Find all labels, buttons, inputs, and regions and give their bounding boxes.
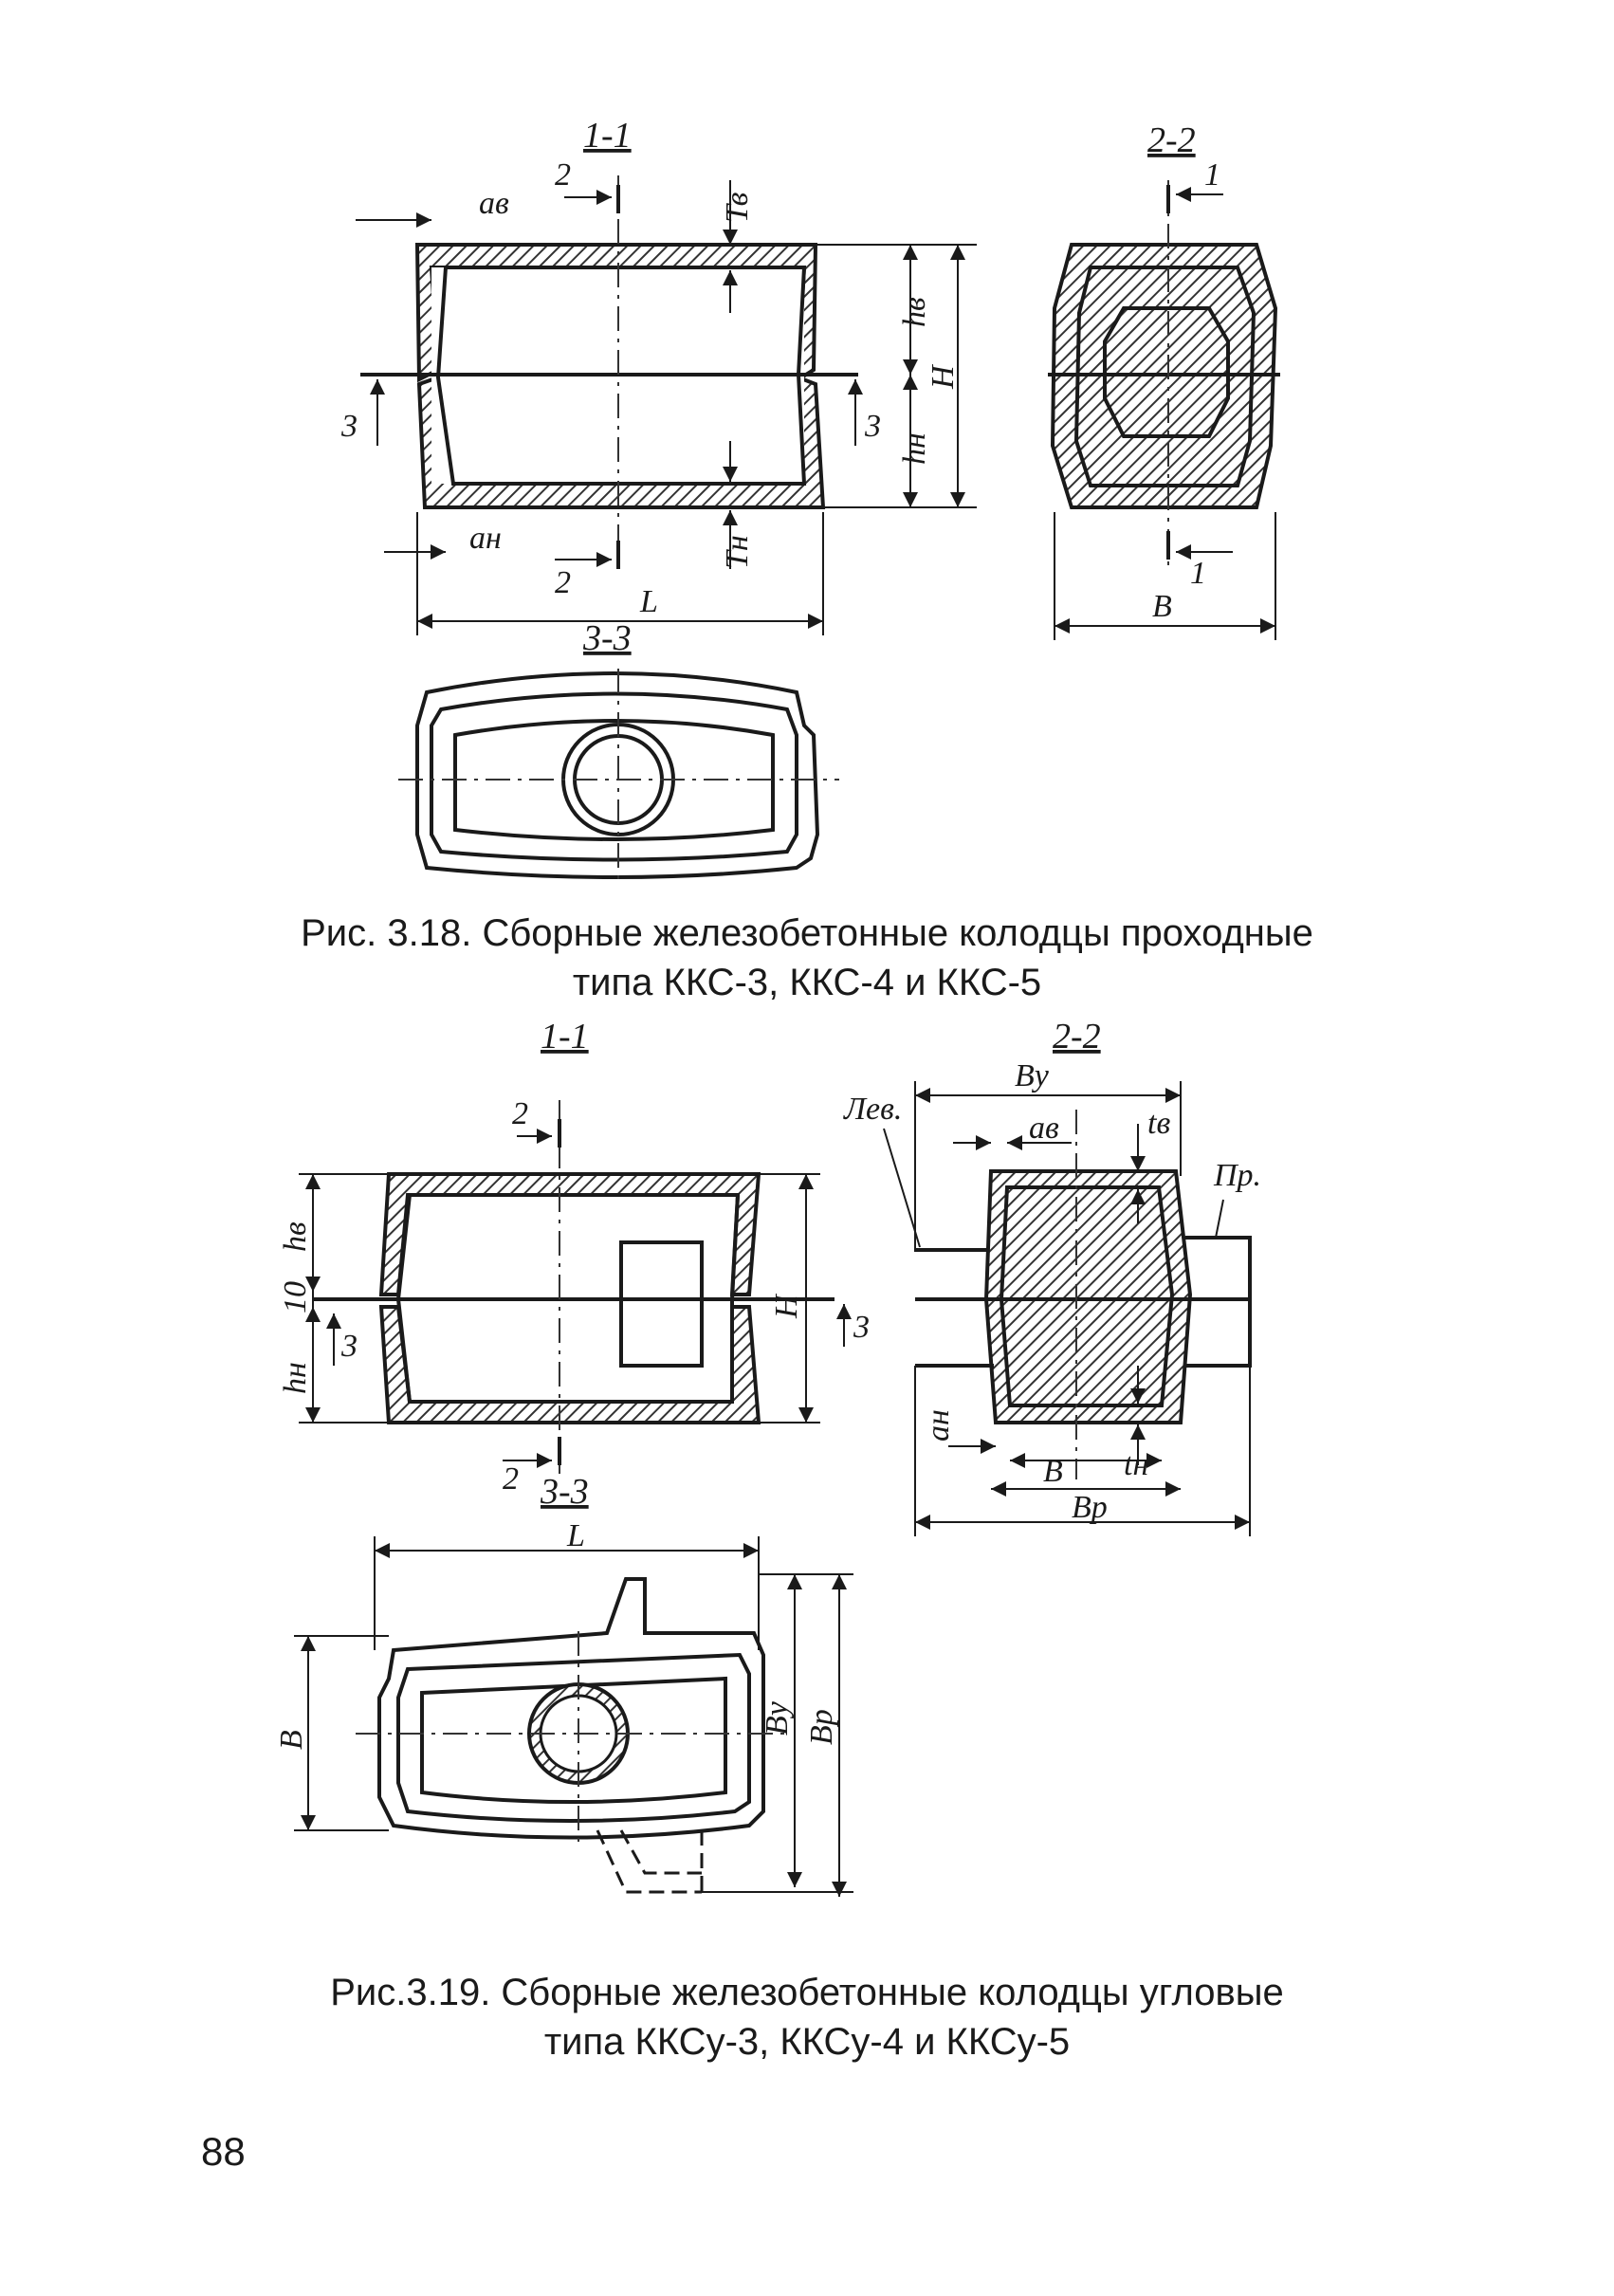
fig319-label-10: 10 (278, 1281, 313, 1313)
fig319-caption-line2: типа ККСу-3, ККСу-4 и ККСу-5 (543, 2021, 1071, 2063)
fig318-title-2-2: 2-2 (1147, 120, 1196, 160)
fig319-s33-pipe-down (596, 1829, 704, 1894)
fig318-mark-2-bottom-label: 2 (555, 565, 571, 600)
fig318-mark-3-left-label: 3 (340, 409, 358, 444)
fig318-title-3-3: 3-3 (582, 618, 632, 658)
fig319-title-3-3: 3-3 (540, 1472, 589, 1512)
fig319-label-Bp: Bр (1072, 1490, 1108, 1525)
fig318-s11-inner (435, 266, 807, 486)
fig319-section-2-2: 2-2 Bу Лев. Пр. aв tв aн tн B Bр (843, 1017, 1261, 1536)
fig318-label-hn: hн (897, 432, 932, 465)
fig319-label-lev: Лев. (843, 1092, 902, 1127)
fig318-title-1-1: 1-1 (583, 116, 632, 156)
fig319-mark-2-bottom-label: 2 (503, 1461, 519, 1497)
fig318-caption-line2: типа ККС-3, ККС-4 и ККС-5 (572, 962, 1042, 1003)
fig319-title-1-1: 1-1 (541, 1017, 589, 1056)
fig318-s22-opening (1103, 306, 1230, 438)
fig319-section-3-3: 3-3 L B Bу Bр (274, 1472, 853, 1897)
fig318-mark-1-top-label: 1 (1204, 157, 1220, 193)
fig319-mark-2-top-label: 2 (512, 1096, 528, 1131)
page-number: 88 (201, 2129, 246, 2174)
fig319-label-H: H (769, 1293, 804, 1319)
fig319-title-2-2: 2-2 (1053, 1017, 1101, 1056)
fig319-label-hn: hн (278, 1362, 313, 1394)
fig318-mark-2-top-label: 2 (555, 157, 571, 193)
fig319-s11-side-opening (619, 1240, 704, 1368)
fig319-leader-lev (883, 1128, 921, 1248)
fig318-label-B: B (1152, 589, 1172, 624)
fig319-caption: Рис.3.19. Сборные железобетонные колодцы… (0, 1968, 1614, 2066)
fig318-s33-inner (453, 719, 775, 841)
fig319-label-Bp-plan: Bр (804, 1709, 839, 1745)
fig319-s22-outer (983, 1169, 1193, 1424)
fig318-label-tn: Тн (720, 535, 755, 569)
fig318-mark-3-right-label: 3 (864, 409, 881, 444)
fig319-s22-pipe-right (1183, 1236, 1252, 1368)
fig319-label-an: aн (921, 1409, 956, 1442)
fig319-label-By: Bу (1015, 1058, 1050, 1093)
fig318-s33-middle (430, 691, 798, 862)
fig318-label-hv: hв (897, 297, 932, 327)
fig319-s22-pipe-left (915, 1248, 994, 1368)
fig318-label-tv: Тв (720, 192, 755, 223)
fig318-mark-1-bottom-label: 1 (1190, 556, 1206, 591)
fig319-label-L: L (566, 1518, 585, 1553)
fig319-section-1-1: 1-1 hв 10 hн H 2 2 3 3 (278, 1017, 870, 1497)
fig319-s33-inner (420, 1676, 727, 1804)
fig318-label-H: H (926, 363, 961, 390)
fig318-s22-inner (1073, 266, 1256, 487)
fig319-mark-3-left-label: 3 (340, 1329, 358, 1364)
fig319-label-B-plan: B (274, 1730, 309, 1750)
fig319-label-av: aв (1029, 1111, 1059, 1146)
fig318-label-an: aн (469, 521, 502, 556)
fig318-section-2-2: 2-2 B 1 1 (1048, 120, 1280, 640)
fig318-caption-line1: Рис. 3.18. Сборные железобетонные колодц… (301, 912, 1313, 954)
fig319-s33-outer (377, 1577, 765, 1840)
fig318-label-L: L (639, 584, 658, 619)
fig319-caption-line1: Рис.3.19. Сборные железобетонные колодцы… (330, 1972, 1284, 2013)
fig318-section-1-1: 1-1 hв hн H L aв aн Тв Тн (340, 116, 977, 635)
fig319-label-tn: tн (1124, 1447, 1148, 1482)
fig318-caption: Рис. 3.18. Сборные железобетонные колодц… (0, 909, 1614, 1007)
fig319-label-hv: hв (278, 1221, 313, 1252)
fig319-label-pr: Пр. (1213, 1158, 1261, 1193)
fig319-label-By-plan: Bу (760, 1700, 795, 1736)
fig318-label-av: aв (479, 186, 509, 221)
fig319-label-tv: tв (1147, 1106, 1170, 1141)
fig318-s33-outer (415, 671, 820, 879)
fig319-label-B: B (1043, 1454, 1063, 1489)
fig319-mark-3-right-label: 3 (853, 1310, 870, 1345)
fig318-section-3-3: 3-3 (398, 618, 839, 887)
